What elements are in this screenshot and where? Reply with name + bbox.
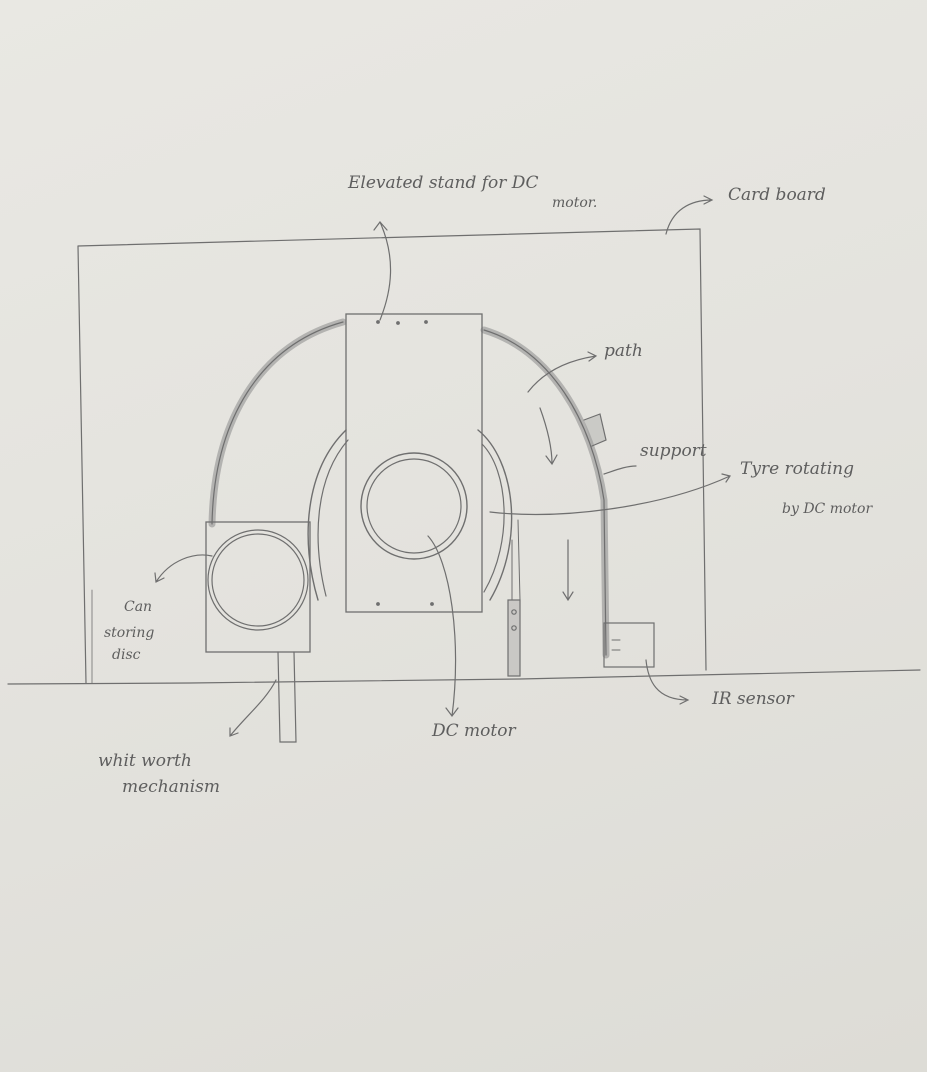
label-can-line2: storing <box>104 626 154 641</box>
dc-motor <box>361 453 467 559</box>
whitworth-rod <box>278 652 296 742</box>
label-elevated-stand: Elevated stand for DC <box>348 174 538 193</box>
label-ir-sensor: IR sensor <box>712 690 794 709</box>
label-support: support <box>640 442 707 461</box>
label-path: path <box>604 342 643 361</box>
label-tyre-line2: by DC motor <box>782 502 872 517</box>
label-can-line3: disc <box>112 648 140 663</box>
leader-can-disc <box>155 555 212 582</box>
elevated-stand <box>346 314 482 612</box>
label-whitworth-line2: mechanism <box>122 778 220 797</box>
leader-whitworth <box>230 680 276 736</box>
label-can-line1: Can <box>124 600 152 615</box>
leader-support <box>604 466 636 474</box>
ground-line <box>8 670 920 684</box>
label-dc-motor: DC motor <box>432 722 516 741</box>
leader-elevated-stand <box>374 222 391 320</box>
leader-tyre <box>490 474 730 514</box>
label-tyre-line1: Tyre rotating <box>740 460 854 479</box>
label-cardboard: Card board <box>728 186 826 205</box>
support-post <box>508 600 520 676</box>
can-storing-disc <box>206 522 310 652</box>
tyre <box>308 430 346 600</box>
label-elevated-stand-line2: motor. <box>552 196 597 211</box>
label-whitworth-line1: whit worth <box>98 752 192 771</box>
cardboard-frame <box>78 229 706 683</box>
leader-cardboard <box>666 196 712 234</box>
leader-dc-motor <box>428 536 458 716</box>
